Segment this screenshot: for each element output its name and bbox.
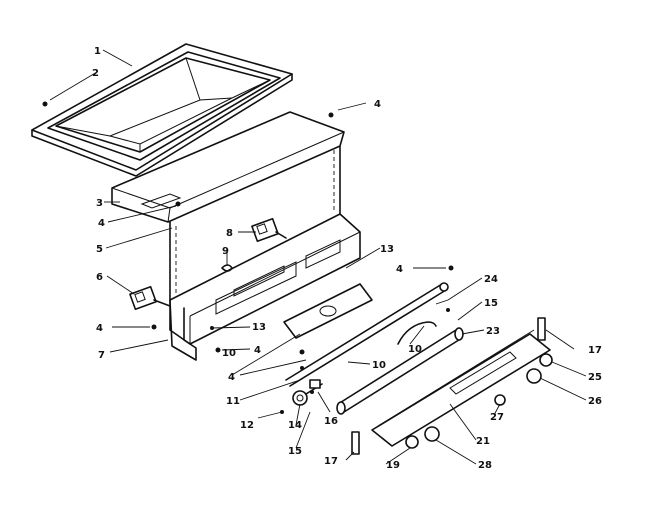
callout-26: 26 — [588, 396, 602, 407]
callout-24: 24 — [484, 274, 498, 285]
callout-4: 4 — [396, 264, 403, 275]
callout-14: 14 — [288, 420, 302, 431]
callout-4: 4 — [374, 99, 381, 110]
cabinet-top-cover — [111, 111, 345, 223]
left-valve-switch — [129, 285, 171, 311]
clip — [221, 264, 233, 272]
right-valve-switch — [251, 217, 287, 243]
callout-5: 5 — [96, 244, 103, 255]
callout-19: 19 — [386, 460, 400, 471]
callout-17: 17 — [588, 345, 602, 356]
callout-4: 4 — [254, 345, 261, 356]
callout-7: 7 — [98, 350, 105, 361]
valve-assembly — [292, 379, 323, 406]
leader-lines — [49, 49, 587, 465]
callout-13: 13 — [252, 322, 266, 333]
hardware-knobs — [405, 353, 553, 449]
top-tray — [31, 43, 293, 177]
callout-6: 6 — [96, 272, 103, 283]
callout-13: 13 — [380, 244, 394, 255]
callout-3: 3 — [96, 198, 103, 209]
callout-27: 27 — [490, 412, 504, 423]
callout-1: 1 — [94, 46, 101, 57]
callout-9: 9 — [222, 246, 229, 257]
callout-12: 12 — [240, 420, 254, 431]
callout-11: 11 — [226, 396, 240, 407]
callout-16: 16 — [324, 416, 338, 427]
callout-4: 4 — [98, 218, 105, 229]
callouts: 1 2 3 4 4 4 4 4 4 5 6 7 8 9 10 10 10 11 … — [92, 46, 602, 471]
callout-17: 17 — [324, 456, 338, 467]
callout-2: 2 — [92, 68, 99, 79]
callout-4: 4 — [228, 372, 235, 383]
end-bracket-left — [351, 431, 360, 455]
cabinet-body — [169, 145, 361, 361]
callout-28: 28 — [478, 460, 492, 471]
upper-rod — [285, 282, 449, 387]
callout-10: 10 — [222, 348, 236, 359]
callout-25: 25 — [588, 372, 602, 383]
bottom-plate — [371, 329, 551, 447]
burner-tube — [336, 327, 464, 415]
callout-8: 8 — [226, 228, 233, 239]
end-bracket-right — [537, 317, 546, 341]
window-panel — [283, 283, 373, 339]
callout-23: 23 — [486, 326, 500, 337]
wire-lead — [397, 321, 437, 345]
callout-10: 10 — [372, 360, 386, 371]
callout-15: 15 — [288, 446, 302, 457]
callout-21: 21 — [476, 436, 490, 447]
callout-15: 15 — [484, 298, 498, 309]
callout-10: 10 — [408, 344, 422, 355]
callout-4: 4 — [96, 323, 103, 334]
